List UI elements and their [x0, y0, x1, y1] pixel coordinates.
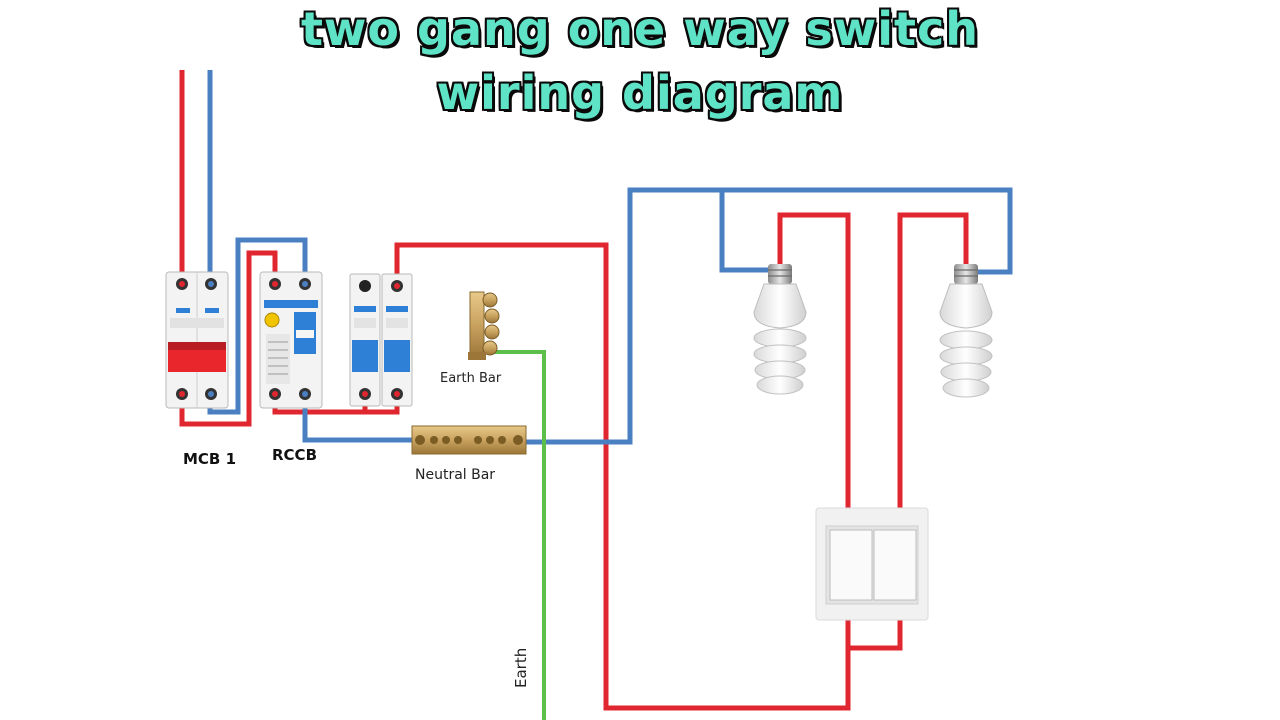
switched-live-bulb2-wire [897, 212, 969, 535]
cfl-bulb-1 [753, 264, 807, 395]
earth-label: Earth [512, 648, 530, 688]
two-gang-switch [815, 507, 929, 621]
mcb-double-pole [165, 271, 229, 409]
rccb-label: RCCB [272, 446, 317, 464]
live-mcb-to-rccb-wire [179, 250, 278, 427]
neutral-bar-to-bulbs-wire [518, 187, 1013, 445]
neutral-bar [411, 425, 527, 455]
live-breaker-to-switch-wire [394, 242, 851, 711]
neutral-bar-label: Neutral Bar [415, 467, 495, 483]
mcb-label: MCB 1 [183, 450, 236, 468]
switch-rocker-1 [829, 529, 873, 601]
neutral-bulb1-wire [719, 190, 770, 273]
title-line-2: wiring diagram [436, 66, 844, 120]
earth-bar [468, 291, 500, 360]
breaker1-toggle [352, 340, 378, 372]
earth-wires [492, 350, 546, 720]
switched-live-bulb1-wire [777, 212, 851, 535]
neutral-wires [207, 70, 1013, 445]
single-pole-breaker-1 [349, 273, 381, 407]
live-wires [179, 70, 969, 711]
earth-bar-label: Earth Bar [440, 371, 502, 386]
single-pole-breaker-2 [381, 273, 413, 407]
switch-rocker-2 [873, 529, 917, 601]
cfl-bulb-2 [939, 264, 993, 398]
neutral-mcb-to-rccb-wire [207, 237, 308, 415]
title-line-1: two gang one way switch [300, 2, 980, 56]
breaker2-toggle [384, 340, 410, 372]
neutral-rccb-to-bar-wire [302, 394, 420, 443]
rccb [259, 271, 323, 409]
rccb-test-button [264, 312, 280, 328]
earth-wire [492, 350, 546, 720]
breaker1-terminal-top [359, 280, 371, 292]
